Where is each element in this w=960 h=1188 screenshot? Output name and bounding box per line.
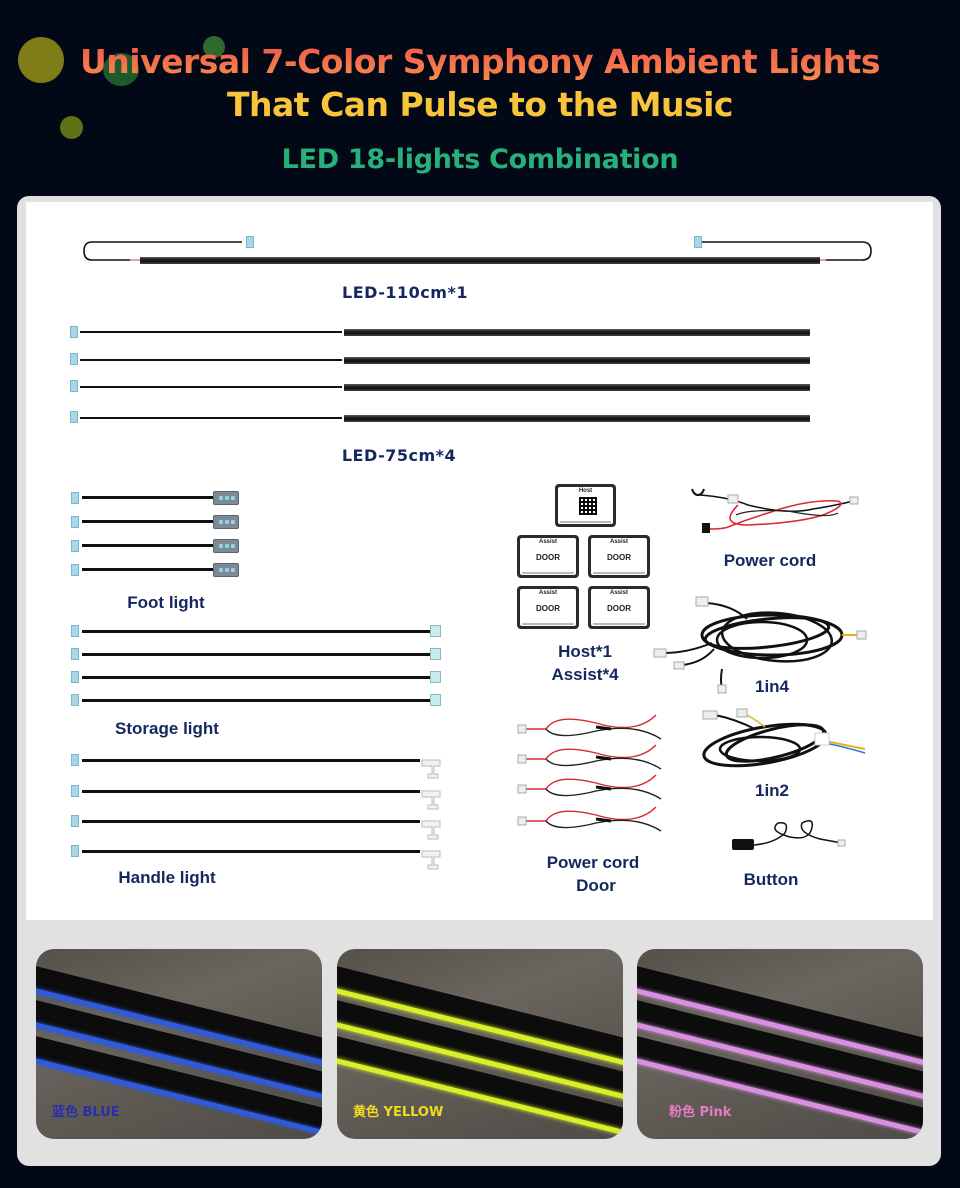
storage-light-end-connector [430, 671, 441, 683]
components-card [26, 202, 933, 920]
handle-light-wire [82, 790, 420, 793]
color-photo-pink: 粉色 Pink [637, 949, 923, 1139]
storage-light-connector [71, 671, 79, 683]
handle-light-lamp [421, 759, 441, 779]
page-subtitle: LED 18-lights Combination [281, 144, 679, 175]
handle-light-connector [71, 845, 79, 857]
foot-light-wire [82, 520, 214, 523]
qr-code-icon [579, 497, 597, 515]
decorative-dot-green [103, 53, 139, 86]
led-75-strip [344, 384, 810, 391]
handle-light-wire [82, 820, 420, 823]
led-75-connector [70, 380, 78, 392]
led-75-connector [70, 353, 78, 365]
assist-module-door: DOOR [607, 553, 631, 562]
storage-light-connector [71, 625, 79, 637]
led-75-strip [344, 415, 810, 422]
assist-module-door: DOOR [607, 604, 631, 613]
one-in-four-harness-image [653, 596, 867, 694]
foot-light-connector [71, 516, 79, 528]
decorative-dot-olive-large [18, 37, 64, 83]
assist-module-door: DOOR [536, 553, 560, 562]
handle-light-wire [82, 759, 420, 762]
assist-module-door: DOOR [536, 604, 560, 613]
assist-module: Assist DOOR [588, 535, 650, 578]
power-cord-door-label-line2: Door [576, 876, 616, 895]
handle-light-lamp [421, 850, 441, 870]
power-cord-label: Power cord [723, 551, 817, 570]
color-label-blue: 蓝色 BLUE [52, 1105, 120, 1120]
handle-light-wire [82, 850, 420, 853]
led-75-strip [344, 357, 810, 364]
led-110-strip [140, 257, 820, 264]
foot-light-connector [71, 564, 79, 576]
led-75-wire [80, 359, 342, 361]
assist-module: Assist DOOR [517, 586, 579, 629]
modules-label-line2: Assist*4 [551, 665, 619, 684]
modules-label-line1: Host*1 [558, 642, 612, 661]
power-cord-image [691, 488, 859, 533]
foot-light-connector [71, 492, 79, 504]
assist-module-title: Assist [538, 539, 557, 545]
host-module-title: Host [578, 488, 593, 494]
led-110-connector-right [694, 236, 702, 248]
storage-light-end-connector [430, 625, 441, 637]
foot-light-module [213, 515, 239, 529]
led-75-strip [344, 329, 810, 336]
one-in-two-label: 1in2 [754, 781, 790, 800]
foot-light-module [213, 563, 239, 577]
assist-module: Assist DOOR [517, 535, 579, 578]
color-photo-blue: 蓝色 BLUE [36, 949, 322, 1139]
one-in-two-harness-image [702, 708, 866, 768]
foot-light-label: Foot light [127, 593, 205, 612]
storage-light-connector [71, 694, 79, 706]
page-title-line1: Universal 7-Color Symphony Ambient Light… [0, 40, 960, 84]
color-label-yellow: 黄色 YELLOW [353, 1105, 444, 1120]
storage-light-wire [82, 699, 430, 702]
power-cord-door-image [517, 714, 662, 832]
assist-module: Assist DOOR [588, 586, 650, 629]
storage-light-label: Storage light [115, 719, 219, 738]
handle-light-connector [71, 815, 79, 827]
led-110-connector-left [246, 236, 254, 248]
led-75-connector [70, 326, 78, 338]
led-75-wire [80, 417, 342, 419]
assist-module-title: Assist [609, 539, 628, 545]
page-title-line2: That Can Pulse to the Music [227, 85, 733, 124]
color-label-pink: 粉色 Pink [669, 1105, 732, 1120]
led-75-label: LED-75cm*4 [341, 446, 457, 465]
foot-light-module [213, 539, 239, 553]
assist-module-title: Assist [538, 590, 557, 596]
foot-light-connector [71, 540, 79, 552]
foot-light-wire [82, 496, 214, 499]
decorative-dot-green-small [203, 36, 225, 58]
door-cord [524, 714, 662, 832]
storage-light-end-connector [430, 694, 441, 706]
foot-light-wire [82, 544, 214, 547]
decorative-dot-olive-small [60, 116, 83, 139]
storage-light-end-connector [430, 648, 441, 660]
handle-light-lamp [421, 820, 441, 840]
storage-light-wire [82, 630, 430, 633]
handle-light-connector [71, 754, 79, 766]
led-75-connector [70, 411, 78, 423]
power-cord-door-label-line1: Power cord [546, 853, 640, 872]
assist-module-title: Assist [609, 590, 628, 596]
storage-light-wire [82, 653, 430, 656]
button-label: Button [743, 870, 799, 889]
led-110-label: LED-110cm*1 [342, 283, 468, 302]
color-photo-yellow: 黄色 YELLOW [337, 949, 623, 1139]
handle-light-lamp [421, 790, 441, 810]
handle-light-connector [71, 785, 79, 797]
handle-light-label: Handle light [118, 868, 216, 887]
foot-light-wire [82, 568, 214, 571]
storage-light-wire [82, 676, 430, 679]
host-module: Host [555, 484, 616, 527]
one-in-four-label: 1in4 [754, 677, 790, 696]
led-75-wire [80, 386, 342, 388]
foot-light-module [213, 491, 239, 505]
led-75-wire [80, 331, 342, 333]
storage-light-connector [71, 648, 79, 660]
button-accessory-image [732, 820, 846, 850]
